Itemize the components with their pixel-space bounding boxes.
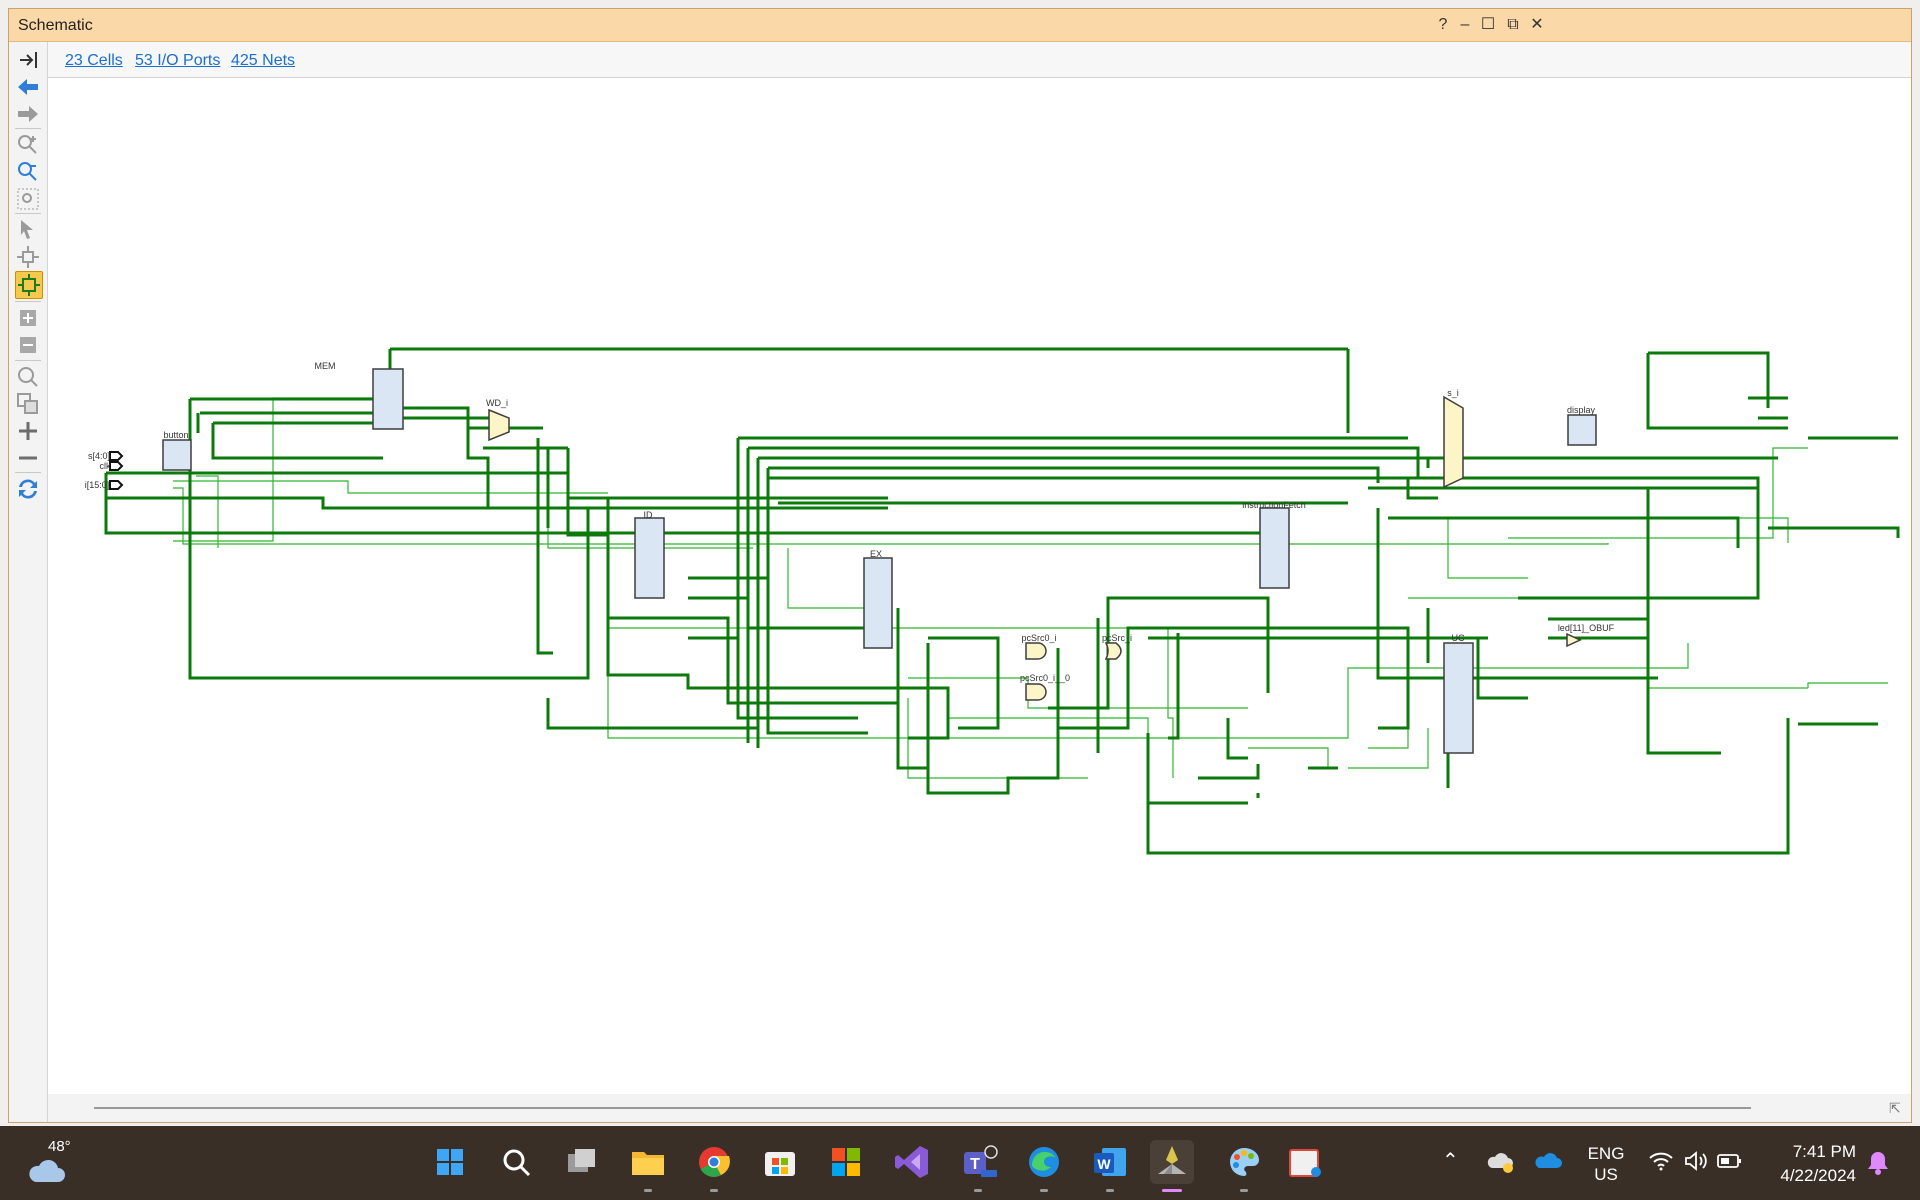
scrollbar-track[interactable] — [94, 1107, 1751, 1109]
zoom-area-icon[interactable] — [15, 364, 41, 390]
layers-icon[interactable] — [15, 391, 41, 417]
clock-date: 4/22/2024 — [1780, 1166, 1856, 1185]
label-wd: WD_i — [486, 398, 508, 408]
horizontal-scrollbar[interactable]: ⇱ — [48, 1094, 1911, 1122]
svg-text:W: W — [1097, 1156, 1111, 1172]
weather-temperature: 48° — [48, 1138, 71, 1155]
window-title: Schematic — [18, 17, 93, 34]
label-ex: EX — [870, 549, 882, 559]
label-ssj: s_i — [1447, 388, 1459, 398]
search-icon[interactable] — [494, 1140, 538, 1184]
expand-icon[interactable] — [15, 305, 41, 331]
cell-id[interactable] — [634, 517, 665, 599]
collapse-icon[interactable] — [15, 47, 41, 73]
port-3[interactable] — [109, 480, 124, 490]
weather-widget[interactable]: 48° — [18, 1138, 78, 1188]
label-port-2: clk — [100, 461, 111, 471]
gate-pcsrc0[interactable] — [1025, 642, 1047, 660]
office-icon[interactable] — [824, 1140, 868, 1184]
cloud-icon — [29, 1159, 66, 1182]
start-icon[interactable] — [428, 1140, 472, 1184]
mux-ssj[interactable] — [1443, 395, 1464, 489]
forward-arrow-icon[interactable] — [15, 101, 41, 127]
label-pcsrc0b: pcSrc0_i__0 — [1020, 673, 1070, 683]
cell-ex[interactable] — [863, 557, 893, 649]
file-explorer-icon[interactable] — [626, 1140, 670, 1192]
io-ports-link[interactable]: 53 I/O Ports — [135, 52, 221, 69]
clock-time: 7:41 PM — [1792, 1142, 1856, 1161]
zoom-fit-icon[interactable] — [15, 186, 41, 212]
cell-uc[interactable] — [1443, 642, 1474, 754]
fit-selection-icon[interactable] — [15, 244, 41, 270]
store-icon[interactable] — [758, 1140, 802, 1184]
cell-display[interactable] — [1567, 414, 1597, 446]
word-icon[interactable]: W — [1088, 1140, 1132, 1192]
label-display: display — [1567, 405, 1596, 415]
label-id: ID — [644, 510, 654, 520]
vivado-icon[interactable] — [1150, 1140, 1194, 1192]
gate-pcsrc[interactable] — [1104, 642, 1122, 660]
visual-studio-icon[interactable] — [890, 1140, 934, 1184]
gate-pcsrc0b[interactable] — [1025, 683, 1047, 701]
label-uc: UC — [1452, 633, 1465, 643]
battery-icon[interactable] — [1716, 1152, 1744, 1170]
language-line1: ENG — [1587, 1144, 1625, 1163]
refresh-icon[interactable] — [15, 476, 41, 502]
cell-instruction-fetch[interactable] — [1259, 507, 1290, 589]
wifi-icon[interactable] — [1648, 1150, 1674, 1172]
cell-button[interactable] — [162, 439, 192, 471]
language-indicator[interactable]: ENG US — [1580, 1143, 1632, 1185]
label-pcsrc0: pcSrc0_i — [1021, 633, 1056, 643]
maximize-button[interactable]: ☐ — [1480, 16, 1496, 33]
help-button[interactable]: ? — [1438, 16, 1448, 33]
paint-icon[interactable] — [1222, 1140, 1266, 1192]
notification-bell-icon[interactable] — [1866, 1150, 1890, 1176]
port-2[interactable] — [109, 461, 124, 471]
schematic-window: Schematic ? – ☐ ⧉ ✕ 23 Cells 53 I/O Port… — [8, 8, 1912, 1123]
cell-mem[interactable] — [372, 368, 404, 430]
svg-text:T: T — [970, 1156, 980, 1173]
select-icon[interactable] — [15, 217, 41, 243]
plus-icon[interactable] — [15, 418, 41, 444]
stats-bar: 23 Cells 53 I/O Ports 425 Nets — [48, 42, 1911, 78]
volume-icon[interactable] — [1683, 1150, 1709, 1172]
task-view-icon[interactable] — [560, 1140, 604, 1184]
label-led: led[11]_OBUF — [1558, 623, 1615, 633]
label-button: button — [163, 430, 188, 440]
minus-icon[interactable] — [15, 445, 41, 471]
restore-button[interactable]: ⧉ — [1507, 16, 1519, 33]
edge-icon[interactable] — [1022, 1140, 1066, 1192]
title-bar: Schematic ? – ☐ ⧉ ✕ — [9, 9, 1911, 42]
schematic-canvas[interactable]: MEM button WD_i ID EX instructionFetch s… — [48, 78, 1911, 1094]
onedrive-warning-icon[interactable] — [1486, 1146, 1516, 1176]
port-1[interactable] — [109, 451, 124, 461]
auto-fit-icon[interactable] — [15, 271, 43, 299]
mux-wd[interactable] — [488, 408, 510, 442]
back-arrow-icon[interactable] — [15, 74, 41, 100]
cells-link[interactable]: 23 Cells — [65, 52, 123, 69]
clock[interactable]: 7:41 PM 4/22/2024 — [1756, 1140, 1856, 1188]
label-mem: MEM — [315, 361, 336, 371]
resize-corner-icon[interactable]: ⇱ — [1889, 1100, 1901, 1116]
left-toolbar — [9, 42, 48, 1122]
close-button[interactable]: ✕ — [1530, 16, 1544, 33]
label-instruction-fetch: instructionFetch — [1242, 500, 1306, 510]
zoom-in-icon[interactable] — [15, 132, 41, 158]
snipping-tool-icon[interactable] — [1284, 1140, 1328, 1184]
label-port-1: s[4:0] — [88, 451, 110, 461]
nets-link[interactable]: 425 Nets — [231, 52, 296, 69]
buffer-led[interactable] — [1566, 632, 1582, 648]
collapse-minus-icon[interactable] — [15, 332, 41, 358]
label-pcsrc: pcSrc_i — [1102, 633, 1132, 643]
zoom-out-icon[interactable] — [15, 159, 41, 185]
cloud-sync-icon[interactable] — [1534, 1148, 1564, 1172]
schematic-diagram[interactable]: MEM button WD_i ID EX instructionFetch s… — [48, 78, 1911, 1094]
chevron-up-icon[interactable]: ⌃ — [1442, 1150, 1459, 1172]
minimize-button[interactable]: – — [1460, 16, 1470, 33]
label-port-3: i[15:0] — [85, 480, 110, 490]
taskbar: 48° T W ⌃ ENG US 7:41 PM 4/22/2024 — [0, 1126, 1920, 1200]
teams-icon[interactable]: T — [956, 1140, 1000, 1192]
language-line2: US — [1594, 1165, 1618, 1184]
chrome-icon[interactable] — [692, 1140, 736, 1192]
